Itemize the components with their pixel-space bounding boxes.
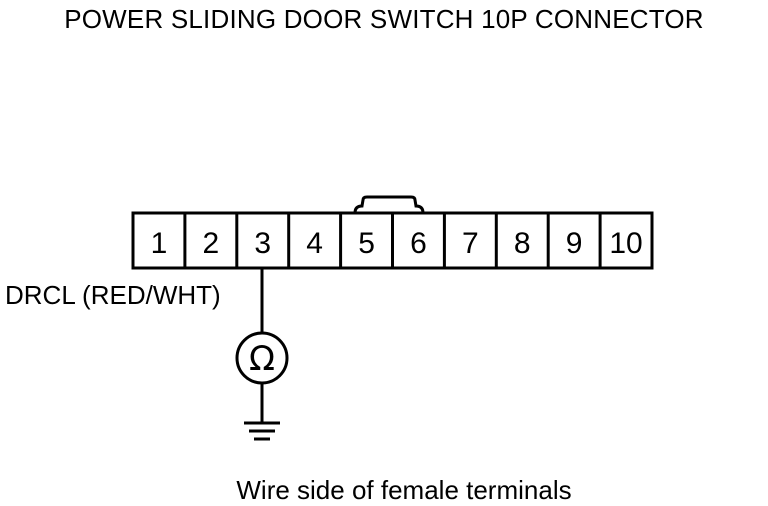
- terminal-3: 3: [254, 227, 271, 260]
- ohm-symbol: Ω: [249, 339, 275, 379]
- diagram-caption: Wire side of female terminals: [236, 475, 572, 505]
- ground-icon: [244, 421, 280, 441]
- terminal-5: 5: [358, 227, 375, 260]
- terminal-7: 7: [462, 227, 479, 260]
- terminal-cells: 1 2 3 4 5 6 7 8 9 10: [151, 213, 643, 268]
- diagram-title: POWER SLIDING DOOR SWITCH 10P CONNECTOR: [64, 4, 704, 34]
- terminal-9: 9: [566, 227, 583, 260]
- terminal-6: 6: [410, 227, 427, 260]
- terminal-4: 4: [306, 227, 323, 260]
- ohmmeter-icon: Ω: [235, 331, 289, 385]
- terminal-8: 8: [514, 227, 531, 260]
- terminal-10: 10: [609, 227, 642, 260]
- terminal-2: 2: [203, 227, 220, 260]
- terminal-1: 1: [151, 227, 168, 260]
- jumper-wire: [353, 195, 425, 214]
- wire-color-label: DRCL (RED/WHT): [5, 280, 221, 310]
